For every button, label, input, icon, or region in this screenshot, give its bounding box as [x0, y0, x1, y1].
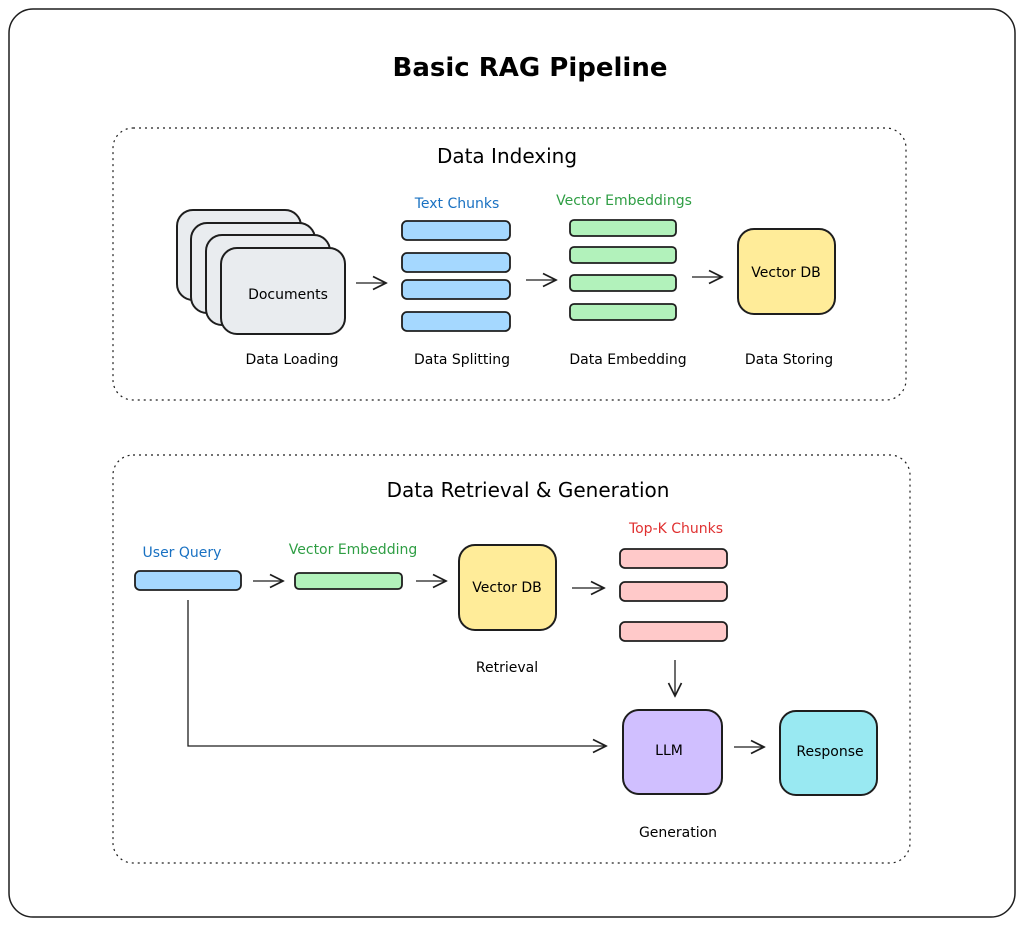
vector-embeddings-label: Vector Embeddings — [556, 193, 692, 209]
documents-label: Documents — [248, 287, 328, 303]
vector-db-indexing — [737, 228, 836, 315]
arrow-query-to-llm — [187, 600, 606, 746]
step-data-splitting: Data Splitting — [414, 352, 510, 368]
vector-db-retrieval-label: Vector DB — [472, 580, 541, 596]
topk-label: Top-K Chunks — [628, 521, 723, 537]
response-label: Response — [796, 744, 863, 760]
generation-caption: Generation — [639, 825, 717, 841]
vector-embedding-bar — [294, 572, 403, 590]
vector-db-retrieval — [458, 544, 557, 631]
step-data-loading: Data Loading — [245, 352, 338, 368]
vector-embeddings — [569, 219, 677, 321]
text-chunks — [401, 220, 511, 332]
topk-chunks — [619, 548, 728, 642]
response-box — [779, 710, 878, 796]
llm-box — [622, 709, 723, 795]
page-title: Basic RAG Pipeline — [393, 53, 668, 83]
retrieval-section — [112, 454, 911, 864]
indexing-section — [112, 127, 907, 401]
llm-label: LLM — [655, 743, 683, 759]
user-query-label: User Query — [143, 545, 222, 561]
vector-db-indexing-label: Vector DB — [751, 265, 820, 281]
documents-stack — [176, 209, 346, 335]
indexing-title: Data Indexing — [437, 144, 577, 168]
step-data-embedding: Data Embedding — [569, 352, 686, 368]
retrieval-caption: Retrieval — [476, 660, 538, 676]
text-chunks-label: Text Chunks — [414, 196, 500, 212]
user-query-bar — [134, 570, 242, 591]
step-data-storing: Data Storing — [745, 352, 833, 368]
vector-embedding-label: Vector Embedding — [289, 542, 417, 558]
retrieval-title: Data Retrieval & Generation — [387, 478, 670, 502]
